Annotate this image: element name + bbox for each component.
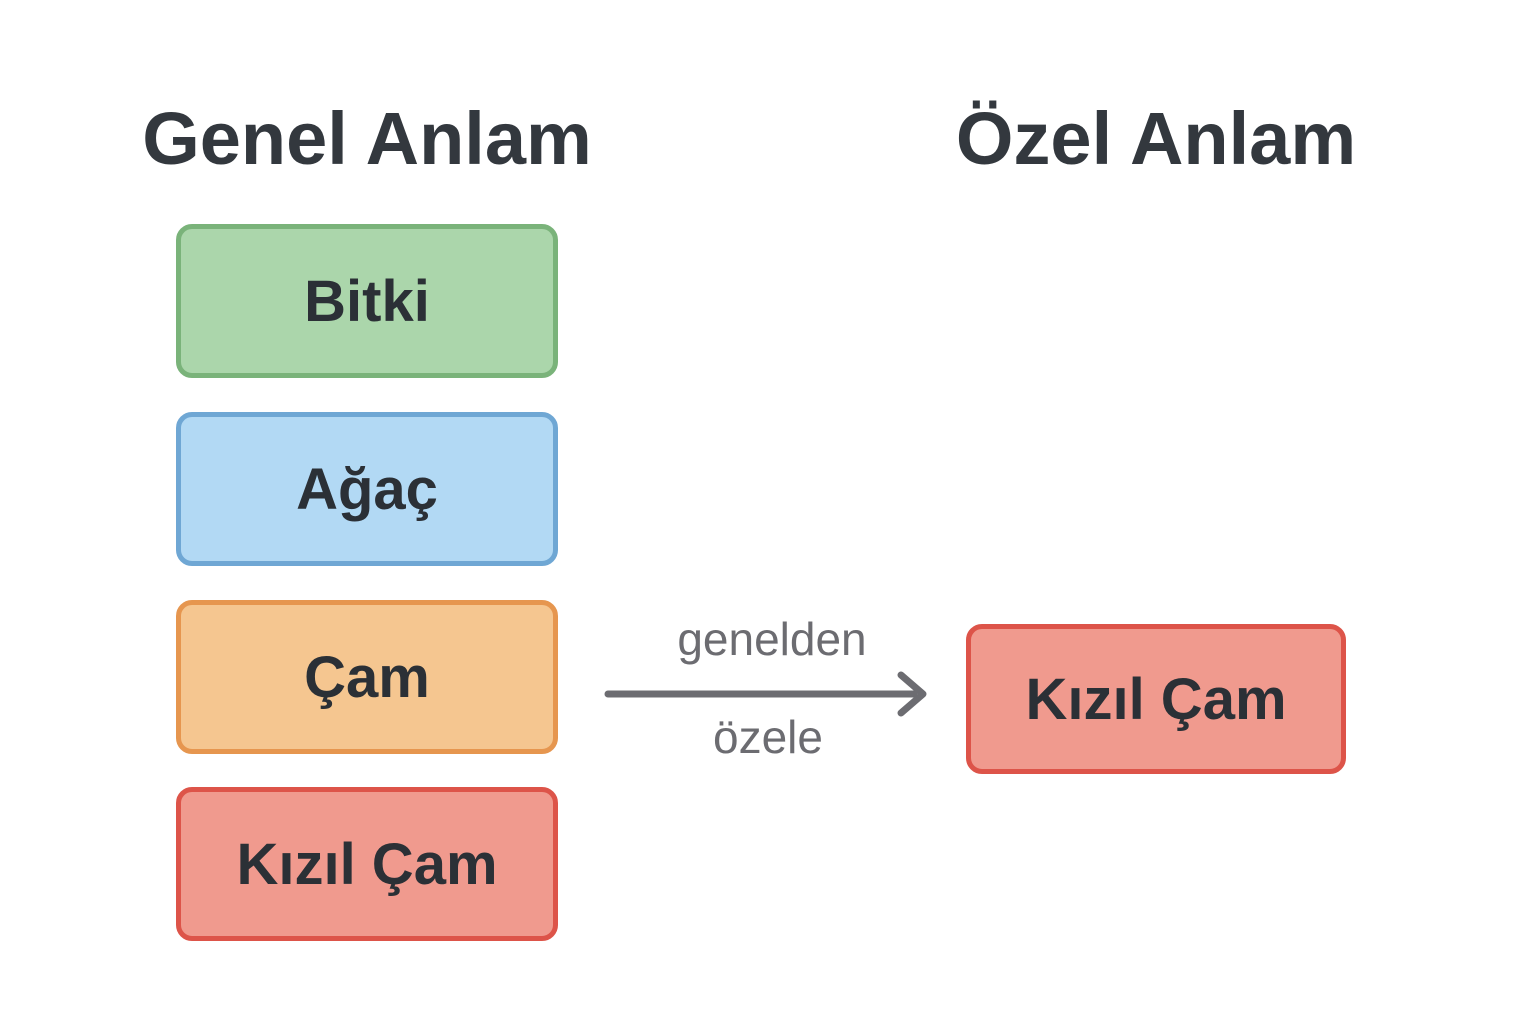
box-kizil-cam-left: Kızıl Çam: [176, 787, 558, 941]
right-column-heading: Özel Anlam: [955, 97, 1357, 180]
left-column-heading: Genel Anlam: [142, 97, 592, 180]
box-kizil-cam-right-label: Kızıl Çam: [1025, 666, 1287, 732]
box-bitki: Bitki: [176, 224, 558, 378]
right-arrow-icon: [604, 671, 927, 717]
box-cam: Çam: [176, 600, 558, 754]
box-kizil-cam-left-label: Kızıl Çam: [236, 831, 498, 897]
arrow-label-bottom: özele: [713, 711, 823, 763]
box-bitki-label: Bitki: [304, 268, 430, 334]
box-agac: Ağaç: [176, 412, 558, 566]
box-agac-label: Ağaç: [296, 456, 438, 522]
box-cam-label: Çam: [304, 644, 430, 710]
arrow-head: [897, 671, 927, 717]
box-kizil-cam-right: Kızıl Çam: [966, 624, 1346, 774]
arrow-label-top: genelden: [677, 613, 867, 665]
